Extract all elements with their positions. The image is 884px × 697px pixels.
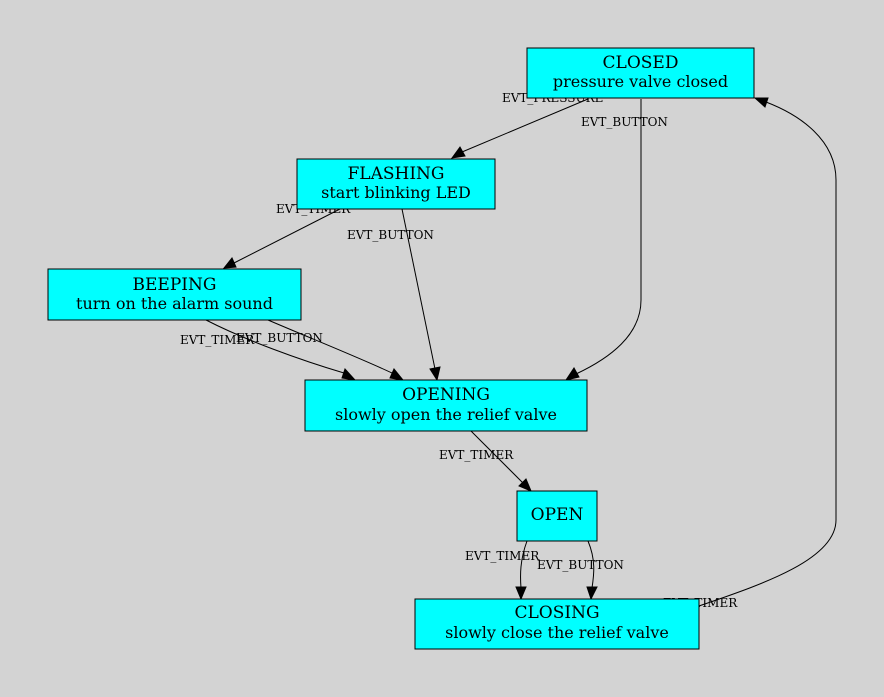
node-flashing-desc: start blinking LED xyxy=(321,183,471,202)
edge-label-closed-opening: EVT_BUTTON xyxy=(581,115,668,129)
node-beeping: BEEPING turn on the alarm sound xyxy=(47,268,302,321)
node-box xyxy=(296,158,496,210)
arrowhead-icon xyxy=(389,368,405,381)
node-opening-desc: slowly open the relief valve xyxy=(335,405,557,424)
node-box xyxy=(414,598,700,650)
edge-beeping-to-opening-timer: EVT_TIMER xyxy=(180,319,357,381)
node-beeping-desc: turn on the alarm sound xyxy=(76,294,273,313)
node-opening: OPENING slowly open the relief valve xyxy=(304,379,588,432)
edge-flashing-to-beeping: EVT_TIMER xyxy=(222,202,351,269)
node-box xyxy=(304,379,588,432)
edge-label-open-closing-timer: EVT_TIMER xyxy=(465,549,540,563)
arrowhead-icon xyxy=(586,586,598,601)
node-flashing: FLASHING start blinking LED xyxy=(296,158,496,210)
arrowhead-icon xyxy=(450,146,466,159)
edge-line xyxy=(698,101,837,607)
node-open-name: OPEN xyxy=(531,505,584,525)
node-closed-name: CLOSED xyxy=(603,53,679,73)
edge-line xyxy=(267,319,393,374)
edge-line xyxy=(233,208,341,264)
edge-line xyxy=(575,99,642,375)
edge-open-to-closing-timer: EVT_TIMER xyxy=(465,540,540,601)
node-beeping-name: BEEPING xyxy=(133,275,217,295)
edge-line xyxy=(470,430,524,484)
node-closed: CLOSED pressure valve closed xyxy=(526,47,755,99)
node-opening-name: OPENING xyxy=(402,385,490,405)
edge-label-beeping-opening-timer: EVT_TIMER xyxy=(180,333,255,347)
edge-line xyxy=(401,208,436,370)
edge-closing-to-closed: EVT_TIMER xyxy=(663,97,837,610)
arrowhead-icon xyxy=(518,478,532,492)
edge-label-opening-open: EVT_TIMER xyxy=(439,448,514,462)
node-closed-desc: pressure valve closed xyxy=(553,72,728,91)
arrowhead-icon xyxy=(429,366,441,382)
arrowhead-icon xyxy=(341,368,357,381)
edge-beeping-to-opening-button: EVT_BUTTON xyxy=(236,319,405,381)
edge-open-to-closing-button: EVT_BUTTON xyxy=(537,540,624,601)
node-closing-name: CLOSING xyxy=(514,603,599,623)
edge-line xyxy=(461,98,589,153)
node-box xyxy=(47,268,302,321)
edge-label-open-closing-button: EVT_BUTTON xyxy=(537,558,624,572)
arrowhead-icon xyxy=(753,97,769,108)
node-closing: CLOSING slowly close the relief valve xyxy=(414,598,700,650)
node-flashing-name: FLASHING xyxy=(347,164,444,184)
node-open: OPEN xyxy=(516,490,598,542)
edge-opening-to-open: EVT_TIMER xyxy=(439,430,532,492)
node-box xyxy=(516,490,598,542)
node-closing-desc: slowly close the relief valve xyxy=(445,623,669,642)
edge-line xyxy=(587,540,595,589)
arrowhead-icon xyxy=(515,586,527,601)
node-box xyxy=(526,47,755,99)
edge-closed-to-opening: EVT_BUTTON xyxy=(564,99,668,381)
edge-line xyxy=(205,319,345,374)
edge-flashing-to-opening: EVT_BUTTON xyxy=(347,208,441,382)
edge-line xyxy=(520,540,528,589)
edge-label-flashing-opening: EVT_BUTTON xyxy=(347,228,434,242)
arrowhead-icon xyxy=(222,257,237,269)
arrowhead-icon xyxy=(564,367,580,381)
edge-label-beeping-opening-button: EVT_BUTTON xyxy=(236,331,323,345)
